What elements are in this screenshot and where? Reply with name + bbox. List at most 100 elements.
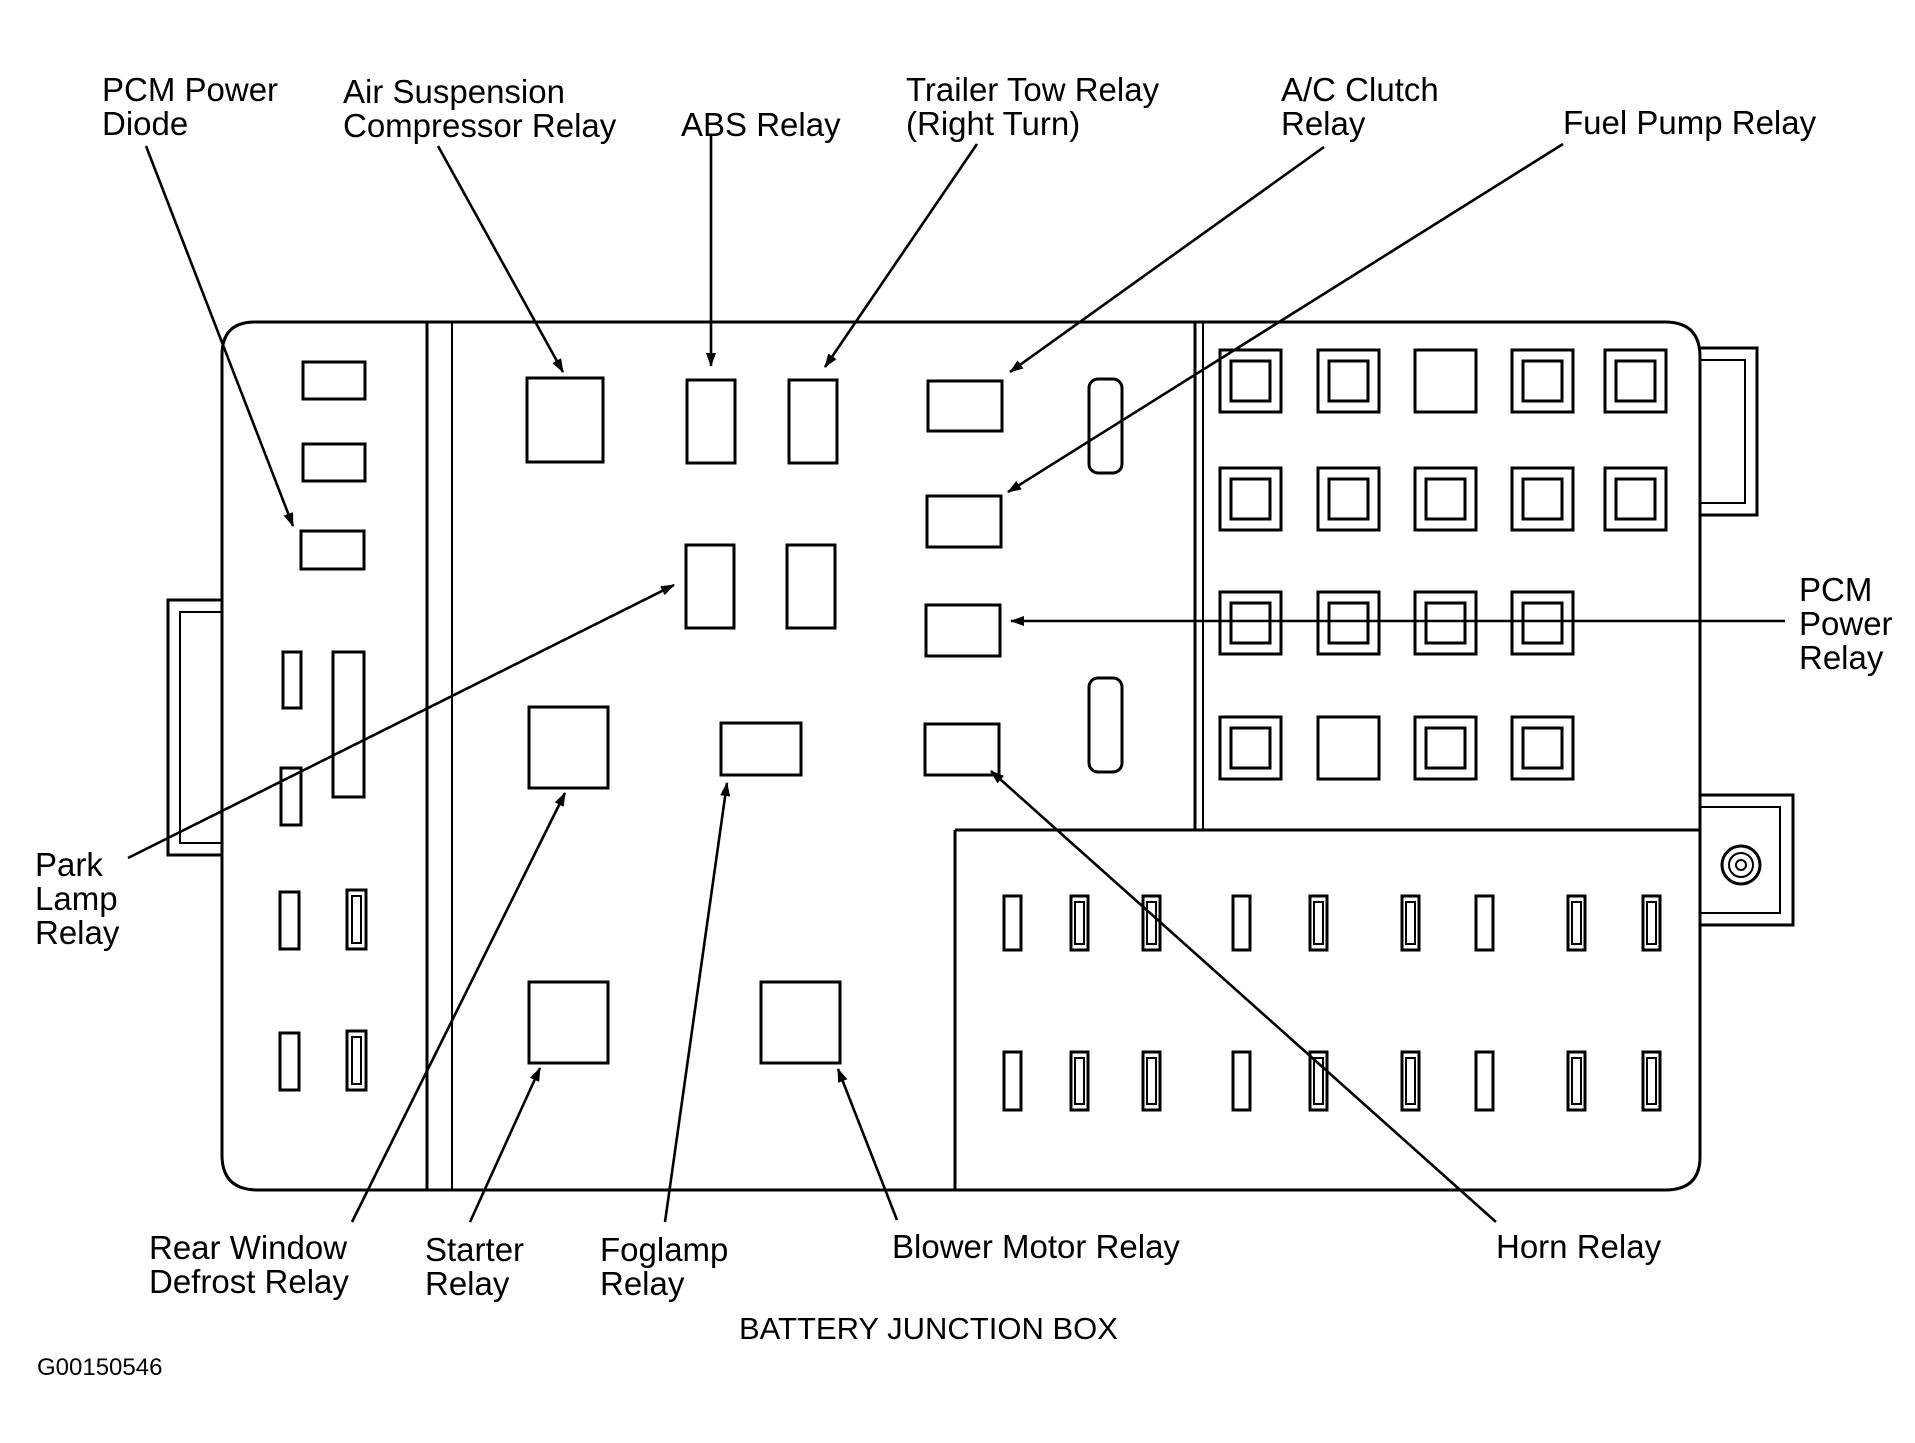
maxi-fuse-inner bbox=[1521, 601, 1564, 645]
maxi-fuse-inner bbox=[1327, 477, 1370, 521]
relays bbox=[525, 376, 1124, 1065]
arrow-trailer-tow-relay bbox=[823, 143, 979, 368]
mini-fuse bbox=[1474, 894, 1495, 952]
label-pcm-power-diode: PCM Power Diode bbox=[102, 71, 287, 142]
maxi-fuse bbox=[1510, 348, 1575, 414]
label-park-lamp-relay: Park Lamp Relay bbox=[35, 846, 127, 951]
mini-fuse bbox=[1641, 894, 1662, 952]
starter-relay bbox=[527, 980, 610, 1065]
mini-fuse bbox=[1141, 894, 1162, 952]
maxi-fuse-inner bbox=[1229, 477, 1272, 521]
arrow-air-suspension-relay bbox=[436, 145, 565, 373]
mini-fuse-element bbox=[1646, 901, 1657, 945]
foglamp-relay bbox=[719, 721, 803, 777]
diagram-caption: BATTERY JUNCTION BOX bbox=[739, 1311, 1118, 1346]
maxi-fuse bbox=[1413, 590, 1478, 656]
mini-fuse-element bbox=[1571, 1057, 1582, 1105]
maxi-fuse bbox=[1413, 466, 1478, 532]
center-slot-upper bbox=[1087, 377, 1124, 475]
mini-fuse-element bbox=[1646, 1057, 1657, 1105]
maxi-fuse-inner bbox=[1521, 359, 1564, 403]
mini-fuse bbox=[1069, 1050, 1090, 1112]
arrow-starter-relay bbox=[468, 1067, 542, 1223]
arrow-pcm-power-diode bbox=[144, 145, 295, 527]
mini-fuse-element bbox=[1571, 901, 1582, 945]
mini-fuse bbox=[1566, 1050, 1587, 1112]
arrow-fuel-pump-relay bbox=[1007, 142, 1564, 494]
maxi-fuse-inner bbox=[1521, 726, 1564, 770]
left-fuse-column bbox=[278, 360, 368, 1092]
pcm-power-diode bbox=[299, 529, 366, 571]
label-ac-clutch-relay: A/C Clutch Relay bbox=[1281, 71, 1448, 142]
label-fuel-pump-relay: Fuel Pump Relay bbox=[1563, 104, 1817, 141]
maxi-fuse-grid bbox=[1218, 348, 1668, 781]
maxi-fuse bbox=[1603, 466, 1668, 532]
center-slot-lower bbox=[1087, 676, 1124, 774]
maxi-fuse bbox=[1510, 715, 1575, 781]
abs-relay bbox=[685, 378, 737, 465]
mini-fuse bbox=[1231, 894, 1252, 952]
label-foglamp-relay: Foglamp Relay bbox=[600, 1231, 738, 1302]
maxi-fuse bbox=[1218, 348, 1283, 414]
maxi-fuse bbox=[1218, 590, 1283, 656]
callout-labels: PCM Power Diode Air Suspension Compresso… bbox=[35, 71, 1902, 1381]
arrow-rear-window-defrost-relay bbox=[350, 792, 567, 1223]
label-trailer-tow-relay: Trailer Tow Relay (Right Turn) bbox=[906, 71, 1168, 142]
label-rear-window-defrost-relay: Rear Window Defrost Relay bbox=[149, 1229, 356, 1300]
maxi-fuse-inner bbox=[1229, 726, 1272, 770]
arrow-park-lamp-relay bbox=[127, 583, 675, 860]
maxi-fuse-inner bbox=[1229, 601, 1272, 645]
trailer-tow-relay bbox=[787, 378, 839, 465]
horn-relay bbox=[923, 722, 1001, 777]
mini-fuse-rows bbox=[1002, 894, 1662, 1112]
maxi-fuse bbox=[1316, 715, 1381, 781]
mini-fuse bbox=[1308, 1050, 1329, 1112]
label-pcm-power-relay: PCM Power Relay bbox=[1799, 571, 1902, 676]
mini-fuse bbox=[1231, 1050, 1252, 1112]
rear-window-defrost-relay bbox=[527, 705, 610, 790]
maxi-fuse bbox=[1316, 590, 1381, 656]
maxi-fuse bbox=[1316, 466, 1381, 532]
mini-fuse bbox=[1002, 1050, 1023, 1112]
maxi-fuse-inner bbox=[1229, 359, 1272, 403]
maxi-fuse-inner bbox=[1327, 359, 1370, 403]
left-mounting-bracket bbox=[166, 598, 222, 857]
maxi-fuse bbox=[1413, 348, 1478, 414]
mini-fuse bbox=[1474, 1050, 1495, 1112]
callout-arrows bbox=[127, 136, 1785, 1223]
maxi-fuse-inner bbox=[1424, 601, 1467, 645]
mini-fuse bbox=[1141, 1050, 1162, 1112]
mini-fuse bbox=[1069, 894, 1090, 952]
arrow-foglamp-relay bbox=[663, 782, 731, 1223]
right-terminal-bracket bbox=[1700, 793, 1795, 927]
mini-fuse-element bbox=[1074, 901, 1085, 945]
mini-fuse bbox=[1641, 1050, 1662, 1112]
maxi-fuse bbox=[1218, 715, 1283, 781]
mini-fuse-element bbox=[1313, 1057, 1324, 1105]
mini-fuse-element bbox=[1146, 1057, 1157, 1105]
right-mounting-bracket-top bbox=[1700, 346, 1759, 517]
label-starter-relay: Starter Relay bbox=[425, 1231, 533, 1302]
arrow-ac-clutch-relay bbox=[1009, 145, 1325, 374]
mini-fuse-element bbox=[1405, 1057, 1416, 1105]
maxi-fuse bbox=[1218, 466, 1283, 532]
maxi-fuse bbox=[1413, 715, 1478, 781]
maxi-fuse-inner bbox=[1614, 359, 1657, 403]
unlabeled-relay bbox=[785, 543, 837, 630]
arrow-blower-motor-relay bbox=[836, 1068, 899, 1221]
mini-fuse-element bbox=[1313, 901, 1324, 945]
maxi-fuse-inner bbox=[1424, 726, 1467, 770]
mini-fuse bbox=[1308, 894, 1329, 952]
maxi-fuse-inner bbox=[1424, 477, 1467, 521]
label-air-suspension-relay: Air Suspension Compressor Relay bbox=[343, 73, 617, 144]
maxi-fuse bbox=[1603, 348, 1668, 414]
maxi-fuse bbox=[1510, 466, 1575, 532]
maxi-fuse-inner bbox=[1327, 601, 1370, 645]
pcm-power-relay bbox=[924, 603, 1002, 658]
label-abs-relay: ABS Relay bbox=[681, 106, 841, 143]
mini-fuse bbox=[1566, 894, 1587, 952]
label-blower-motor-relay: Blower Motor Relay bbox=[892, 1228, 1180, 1265]
maxi-fuse-inner bbox=[1521, 477, 1564, 521]
figure-code: G00150546 bbox=[37, 1354, 162, 1381]
blower-motor-relay bbox=[759, 980, 842, 1065]
